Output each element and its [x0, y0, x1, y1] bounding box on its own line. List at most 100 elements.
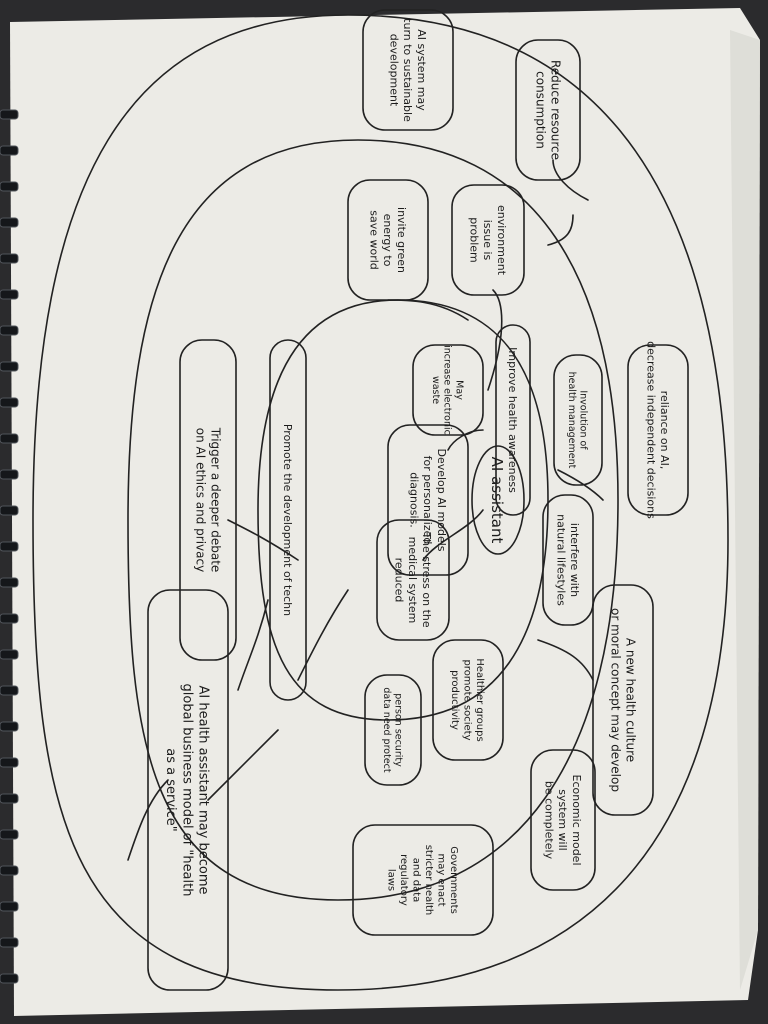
- node-text-line: Trigger a deeper debate: [208, 427, 222, 573]
- spiral-ring: [0, 361, 19, 372]
- node-text-line: health management: [566, 372, 577, 469]
- spiral-ring: [0, 433, 19, 444]
- arrow-waste-to-green-energy: [387, 299, 469, 321]
- node-text-line: be completely: [542, 781, 555, 860]
- node-text-line: energy to: [381, 214, 394, 267]
- spiral-binding: [0, 109, 19, 984]
- node-outline: [352, 824, 494, 936]
- arrow-center-to-interfere: [422, 509, 484, 561]
- middle-ring: [127, 139, 619, 901]
- node-text-line: decrease independent decisions: [644, 341, 657, 519]
- node-outline: [364, 674, 422, 786]
- node-text-line: regulatory: [398, 854, 409, 906]
- spiral-ring: [0, 685, 19, 696]
- outer-ring: [32, 14, 729, 991]
- spiral-ring: [0, 541, 19, 552]
- spiral-ring: [0, 181, 19, 192]
- node-outline: [362, 9, 454, 131]
- spiral-ring: [0, 253, 19, 264]
- node-outline: [387, 424, 469, 576]
- spiral-ring: [0, 613, 19, 624]
- node-text-line: Governments: [448, 846, 459, 914]
- spiral-ring: [0, 757, 19, 768]
- node-text-line: diagnosis.: [407, 472, 420, 527]
- node-outline: [451, 184, 525, 296]
- spiral-ring: [0, 649, 19, 660]
- spiral-ring: [0, 397, 19, 408]
- node-improve-health-awareness: Improve health awareness: [495, 324, 531, 516]
- arrow-techn-to-ethics: [227, 519, 299, 561]
- node-text-line: May: [454, 380, 465, 400]
- spiral-ring: [0, 793, 19, 804]
- node-text-line: Promote the development of techn: [281, 424, 294, 616]
- page-shadow: [730, 30, 760, 990]
- arrow-reduce-to-sustainable: [552, 159, 589, 201]
- node-label: AI assistant: [488, 457, 506, 544]
- node-outline: [530, 749, 596, 891]
- node-outline: [553, 354, 603, 486]
- node-text-line: The stress on the: [420, 531, 433, 627]
- spiral-ring: [0, 721, 19, 732]
- node-text-line: reduced: [392, 558, 405, 603]
- node-outline: [376, 519, 450, 641]
- node-text-line: AI health assistant may become: [196, 685, 211, 894]
- node-text-line: global business model of "health: [179, 684, 194, 897]
- node-text-line: system will: [556, 789, 569, 850]
- node-text-line: Develop AI models: [435, 448, 448, 551]
- node-text-line: issue is: [481, 220, 494, 261]
- node-text-line: laws: [385, 869, 396, 891]
- node-ai-assistant: AI assistant: [471, 445, 525, 555]
- node-text-line: for personalized: [421, 456, 434, 545]
- spiral-ring: [0, 865, 19, 876]
- node-outline: [147, 589, 229, 991]
- arrow-data-to-government: [127, 779, 169, 861]
- spiral-ring: [0, 325, 19, 336]
- node-text-line: A new health culture: [623, 638, 637, 762]
- node-text-line: Economic model: [570, 775, 583, 866]
- arrow-involution-to-reliance: [557, 469, 604, 501]
- node-text-line: interfere with: [568, 523, 581, 597]
- node-outline: [179, 339, 237, 661]
- node-text-line: promote society: [462, 659, 473, 740]
- node-outline: [627, 344, 689, 516]
- spiral-ring: [0, 937, 19, 948]
- spiral-ring: [0, 829, 19, 840]
- node-text-line: consumption: [533, 71, 547, 149]
- arrow-techn-to-health-service: [237, 599, 269, 691]
- spiral-ring: [0, 217, 19, 228]
- node-text-line: Healthier groups: [474, 658, 485, 741]
- arrow-healthier-to-economic: [207, 729, 279, 801]
- node-reliance-on-ai: reliance on AI,decrease independent deci…: [627, 341, 689, 519]
- node-outline: [432, 639, 504, 761]
- spiral-ring: [0, 145, 19, 156]
- spiral-ring: [0, 289, 19, 300]
- node-text-line: waste: [430, 376, 441, 404]
- node-outline: [592, 584, 654, 816]
- node-text-line: productivity: [449, 670, 460, 730]
- spiral-ring: [0, 577, 19, 588]
- node-text-line: on AI ethics and privacy: [193, 428, 207, 572]
- node-text-line: or moral concept may develop: [608, 608, 622, 792]
- node-text-line: stricter health: [423, 845, 434, 916]
- arrow-waste-to-environment: [487, 289, 503, 391]
- node-text-line: increase electronic: [442, 345, 453, 435]
- node-promote-technology: Promote the development of techn: [269, 339, 307, 701]
- node-outline: [495, 324, 531, 516]
- node-outline: [542, 494, 594, 626]
- node-text-line: save world: [367, 210, 380, 270]
- spiral-ring: [0, 973, 19, 984]
